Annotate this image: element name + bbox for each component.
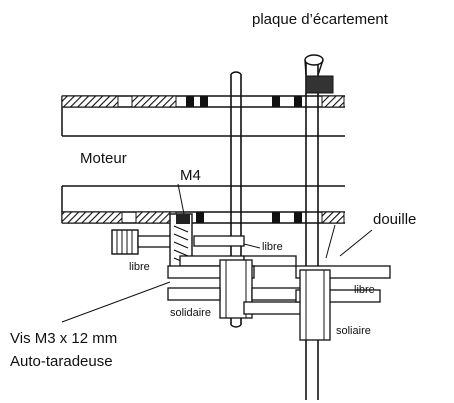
free-left-label: libre (129, 261, 150, 273)
screw-label-line1: Vis M3 x 12 mm (10, 330, 117, 347)
motor-label: Moteur (80, 150, 127, 167)
bushing-label: douille (373, 211, 416, 228)
spacer-plate-label: plaque d’écartement (252, 11, 389, 28)
free-upper-label: libre (262, 241, 283, 253)
m4-label: M4 (180, 167, 201, 184)
spacer-plate-block (305, 75, 334, 94)
fixed-left-label: solidaire (170, 307, 211, 319)
free-right-label: libre (354, 284, 375, 296)
output-shaft (304, 54, 334, 400)
fixed-right-label: soliaire (336, 325, 371, 337)
gear-stack (61, 183, 391, 341)
upper-motor-plate (61, 95, 345, 137)
lower-motor-plate (61, 185, 345, 224)
screw-label-line2: Auto-taradeuse (10, 353, 113, 370)
